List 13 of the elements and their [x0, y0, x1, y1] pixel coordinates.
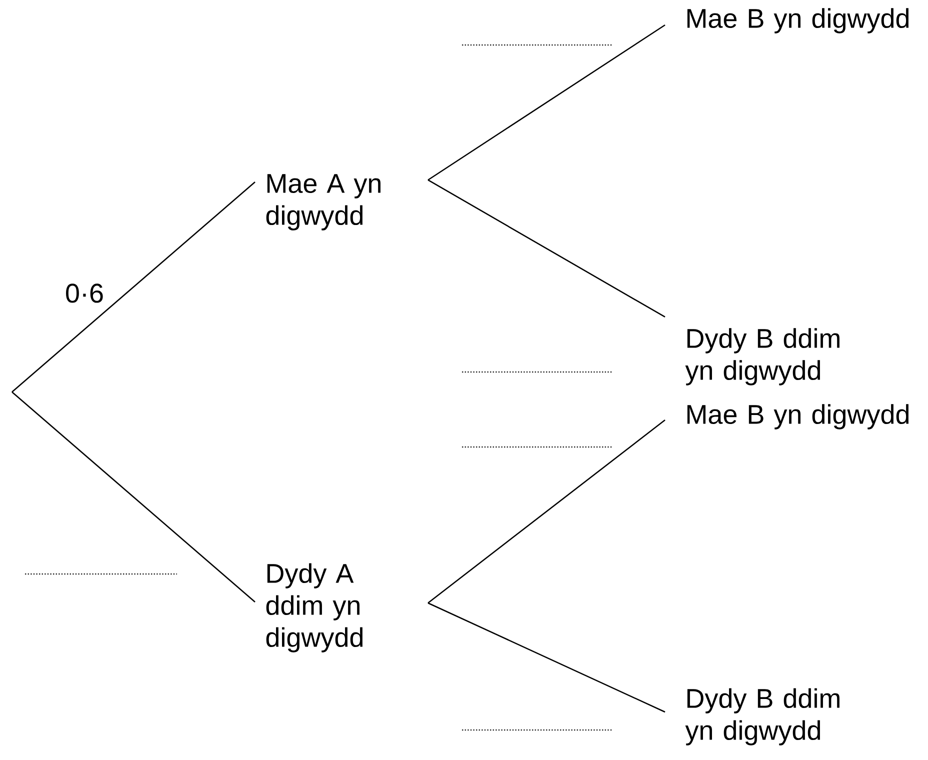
edge-label: 0·6 — [66, 284, 103, 303]
branch-line — [12, 182, 256, 392]
branch-line — [428, 602, 666, 713]
branch-line — [428, 419, 666, 604]
branch-line — [428, 179, 666, 318]
branch-line — [428, 24, 666, 181]
outcome-label: Mae A yn digwydd — [266, 174, 380, 230]
outcome-label: Mae B yn digwydd — [687, 404, 909, 430]
outcome-label: Mae B yn digwydd — [687, 8, 909, 34]
outcome-label: Dydy B ddim yn digwydd — [685, 328, 840, 386]
branch-line — [12, 392, 256, 602]
outcome-label: Dydy B ddim yn digwydd — [685, 688, 840, 746]
outcome-label: Dydy A ddim yn digwydd — [266, 563, 363, 652]
